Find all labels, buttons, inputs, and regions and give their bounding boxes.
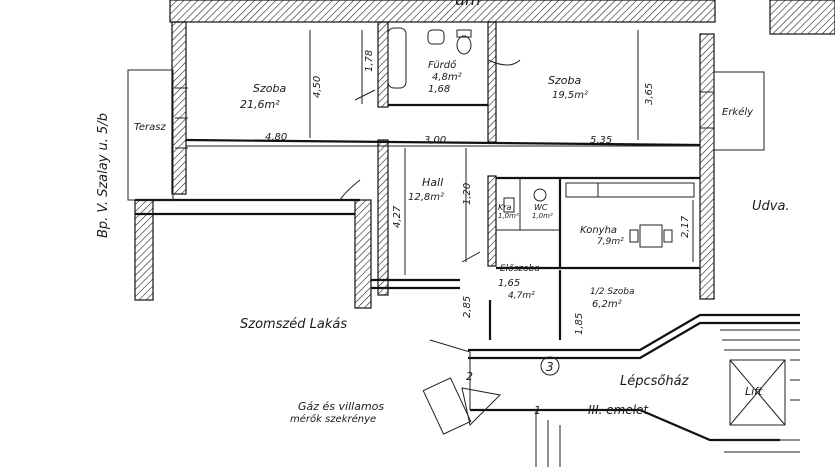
lift-label: Lift (745, 385, 763, 398)
dim-168: 1,68 (428, 84, 450, 95)
neighbor-flat-label: Szomszéd Lakás (240, 317, 347, 332)
courtyard-label: Udva. (752, 199, 790, 214)
stairwell (422, 313, 800, 467)
title-fragment: um (455, 0, 481, 9)
room-eloszoba-name: Előszoba (500, 264, 540, 274)
room-half-szoba-name: 1/2 Szoba (590, 287, 635, 297)
dim-120: 1,20 (462, 183, 473, 205)
dim-285: 2,85 (462, 296, 473, 318)
dim-300: 3,00 (424, 135, 446, 146)
terrace-label: Terasz (134, 122, 166, 133)
dim-365: 3,65 (644, 83, 655, 105)
room-hall-name: Hall (422, 176, 443, 189)
dim-165: 1,65 (498, 278, 520, 289)
dimension-labels: 4,80 3,00 5,35 4,50 1,78 1,68 3,65 4,27 … (265, 50, 691, 335)
room-labels: Szoba 21,6m² Fürdő 4,8m² Szoba 19,5m² Ha… (240, 59, 635, 310)
dim-185: 1,85 (574, 313, 585, 335)
room-furdo-name: Fürdő (428, 59, 457, 71)
dim-178: 1,78 (364, 50, 375, 72)
dimension-lines (186, 30, 700, 275)
top-exterior-wall (169, 0, 835, 35)
dim-480: 4,80 (265, 132, 287, 143)
room-szoba-right-name: Szoba (548, 74, 581, 87)
kitchen-fixtures (503, 182, 695, 248)
dim-427: 4,27 (392, 205, 403, 228)
room-hall-area: 12,8m² (408, 192, 444, 203)
dim-535: 5,35 (590, 135, 612, 146)
street-address-label: Bp. V. Szalay u. 5/b (96, 113, 111, 238)
bathroom-fixtures (387, 27, 472, 89)
room-wc-name: WC (534, 203, 548, 212)
room-szoba-right-area: 19,5m² (552, 90, 588, 101)
dim-217: 2,17 (680, 215, 691, 238)
stair-marker-circle (540, 356, 560, 376)
stair-step-2: 2 (466, 370, 473, 383)
floor-level-label: III. emelet (588, 403, 649, 417)
room-eloszoba-area: 4,7m² (508, 291, 535, 301)
left-wing-walls (127, 21, 460, 309)
meter-cabinet-label-2: mérők szekrénye (290, 413, 376, 425)
balcony-label: Erkély (722, 106, 754, 118)
dim-450: 4,50 (312, 76, 323, 98)
room-konyha-area: 7,9m² (597, 237, 624, 247)
balcony-right (700, 71, 765, 151)
room-szoba-left-area: 21,6m² (240, 98, 280, 111)
meter-cabinet-label-1: Gáz és villamos (298, 400, 384, 413)
stairwell-label: Lépcsőház (620, 374, 690, 389)
interior-walls (185, 21, 715, 340)
room-kamra-area: 1,0m² (498, 212, 519, 220)
room-wc-area: 1,0m² (532, 212, 553, 220)
room-furdo-area: 4,8m² (432, 72, 462, 83)
room-szoba-left-name: Szoba (253, 82, 286, 95)
room-kamra-name: Kra (498, 203, 512, 212)
stair-step-1: 1 (534, 404, 541, 417)
stair-marker-number: 3 (546, 360, 554, 374)
area-labels: Terasz Erkély Udva. Szomszéd Lakás Lépcs… (134, 106, 790, 425)
room-konyha-name: Konyha (580, 225, 617, 236)
room-half-szoba-area: 6,2m² (592, 299, 622, 310)
